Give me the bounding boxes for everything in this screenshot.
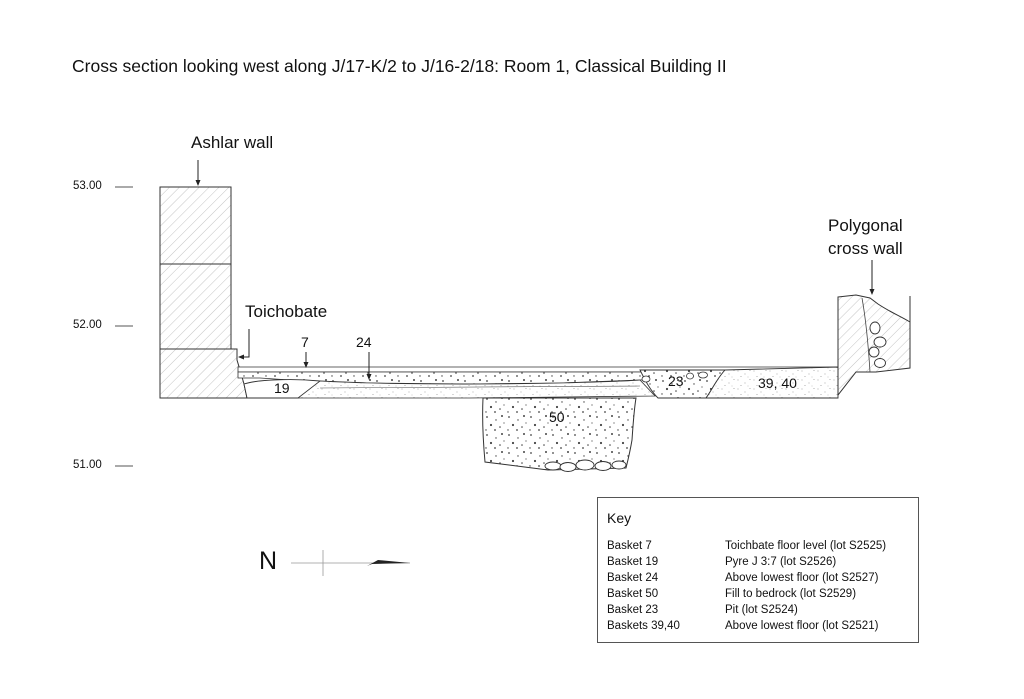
key-row: Basket 23 Pit (lot S2524) xyxy=(607,604,798,616)
arrow-7 xyxy=(303,362,309,368)
toichobate-label: Toichobate xyxy=(245,302,328,321)
elevation-ticks xyxy=(115,186,133,467)
bedrock-stones xyxy=(544,459,627,472)
layer-39-40 xyxy=(705,366,839,399)
key-legend: Key Basket 7 Toichbate floor level (lot … xyxy=(597,497,919,643)
key-description: Pyre J 3:7 (lot S2526) xyxy=(725,556,837,568)
page-title: Cross section looking west along J/17-K/… xyxy=(72,56,727,76)
elevation-label-52: 52.00 xyxy=(73,319,102,331)
key-row: Basket 7 Toichbate floor level (lot S252… xyxy=(607,540,886,552)
key-basket: Basket 50 xyxy=(607,588,659,600)
polygonal-wall-arrow xyxy=(869,289,875,295)
layer-label-24: 24 xyxy=(356,334,372,350)
north-label: N xyxy=(259,547,278,575)
lower-fill xyxy=(296,379,656,399)
polygonal-wall-label-1: Polygonal xyxy=(828,216,903,235)
key-row: Basket 24 Above lowest floor (lot S2527) xyxy=(607,572,878,584)
layer-label-39-40: 39, 40 xyxy=(758,375,797,391)
polygonal-wall-label-2: cross wall xyxy=(828,239,903,258)
ashlar-wall-label: Ashlar wall xyxy=(191,133,274,152)
polygonal-cross-wall xyxy=(837,294,911,397)
toichobate-leader xyxy=(239,329,250,358)
layer-label-19: 19 xyxy=(274,380,290,396)
key-description: Toichbate floor level (lot S2525) xyxy=(725,540,887,552)
ashlar-wall-arrow xyxy=(195,180,201,186)
key-basket: Baskets 39,40 xyxy=(607,620,680,632)
key-basket: Basket 7 xyxy=(607,540,652,552)
key-basket: Basket 24 xyxy=(607,572,659,584)
north-arrow xyxy=(291,550,410,576)
key-description: Above lowest floor (lot S2527) xyxy=(725,572,879,584)
layer-50 xyxy=(482,397,637,471)
key-description: Fill to bedrock (lot S2529) xyxy=(725,588,857,600)
layer-label-50: 50 xyxy=(549,409,565,425)
key-row: Baskets 39,40 Above lowest floor (lot S2… xyxy=(607,620,878,632)
key-basket: Basket 23 xyxy=(607,604,659,616)
toichobate-arrow xyxy=(238,354,244,360)
ashlar-wall xyxy=(159,186,248,399)
layer-label-23: 23 xyxy=(668,373,684,389)
key-row: Basket 19 Pyre J 3:7 (lot S2526) xyxy=(607,556,836,568)
layer-label-7: 7 xyxy=(301,334,309,350)
elevation-label-53: 53.00 xyxy=(73,180,102,192)
key-description: Above lowest floor (lot S2521) xyxy=(725,620,879,632)
key-title: Key xyxy=(607,510,632,526)
arrow-24 xyxy=(366,374,372,380)
key-description: Pit (lot S2524) xyxy=(725,604,798,616)
key-row: Basket 50 Fill to bedrock (lot S2529) xyxy=(607,588,856,600)
pit-stones xyxy=(641,371,708,383)
key-basket: Basket 19 xyxy=(607,556,659,568)
elevation-label-51: 51.00 xyxy=(73,459,102,471)
